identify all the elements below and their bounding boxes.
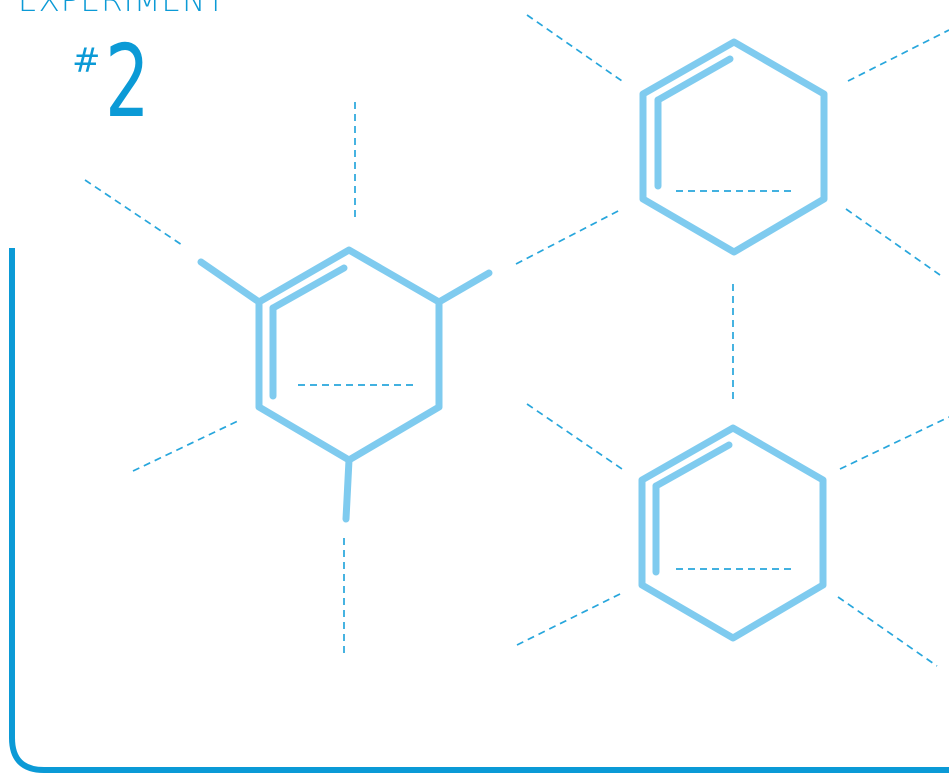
molecules xyxy=(197,38,828,642)
substituent-bond xyxy=(435,269,493,306)
substituent-bond xyxy=(197,258,263,306)
experiment-label: EXPERIMENT xyxy=(18,0,227,19)
dashed-connectors xyxy=(84,14,949,667)
dash-line xyxy=(845,208,941,276)
dash-line xyxy=(839,416,949,470)
dash-line xyxy=(515,208,623,265)
dash-line xyxy=(516,592,623,646)
dash-line xyxy=(837,596,938,667)
experiment-digit: 2 xyxy=(104,23,150,140)
experiment-number: # 2 xyxy=(72,23,162,140)
hexagon-ring xyxy=(638,424,827,642)
double-bond-inner xyxy=(652,441,733,490)
double-bond-inner xyxy=(269,264,348,312)
hash-symbol: # xyxy=(72,41,101,81)
double-bond-inner xyxy=(654,55,734,104)
dash-line xyxy=(526,403,623,470)
hexagon-ring xyxy=(639,38,828,256)
substituent-bond xyxy=(342,456,353,523)
frame-bracket xyxy=(9,248,949,773)
hexagon-ring xyxy=(255,246,443,464)
dash-line xyxy=(847,29,949,82)
dash-line xyxy=(84,179,183,246)
dash-line xyxy=(526,14,623,82)
dash-line xyxy=(132,419,241,472)
